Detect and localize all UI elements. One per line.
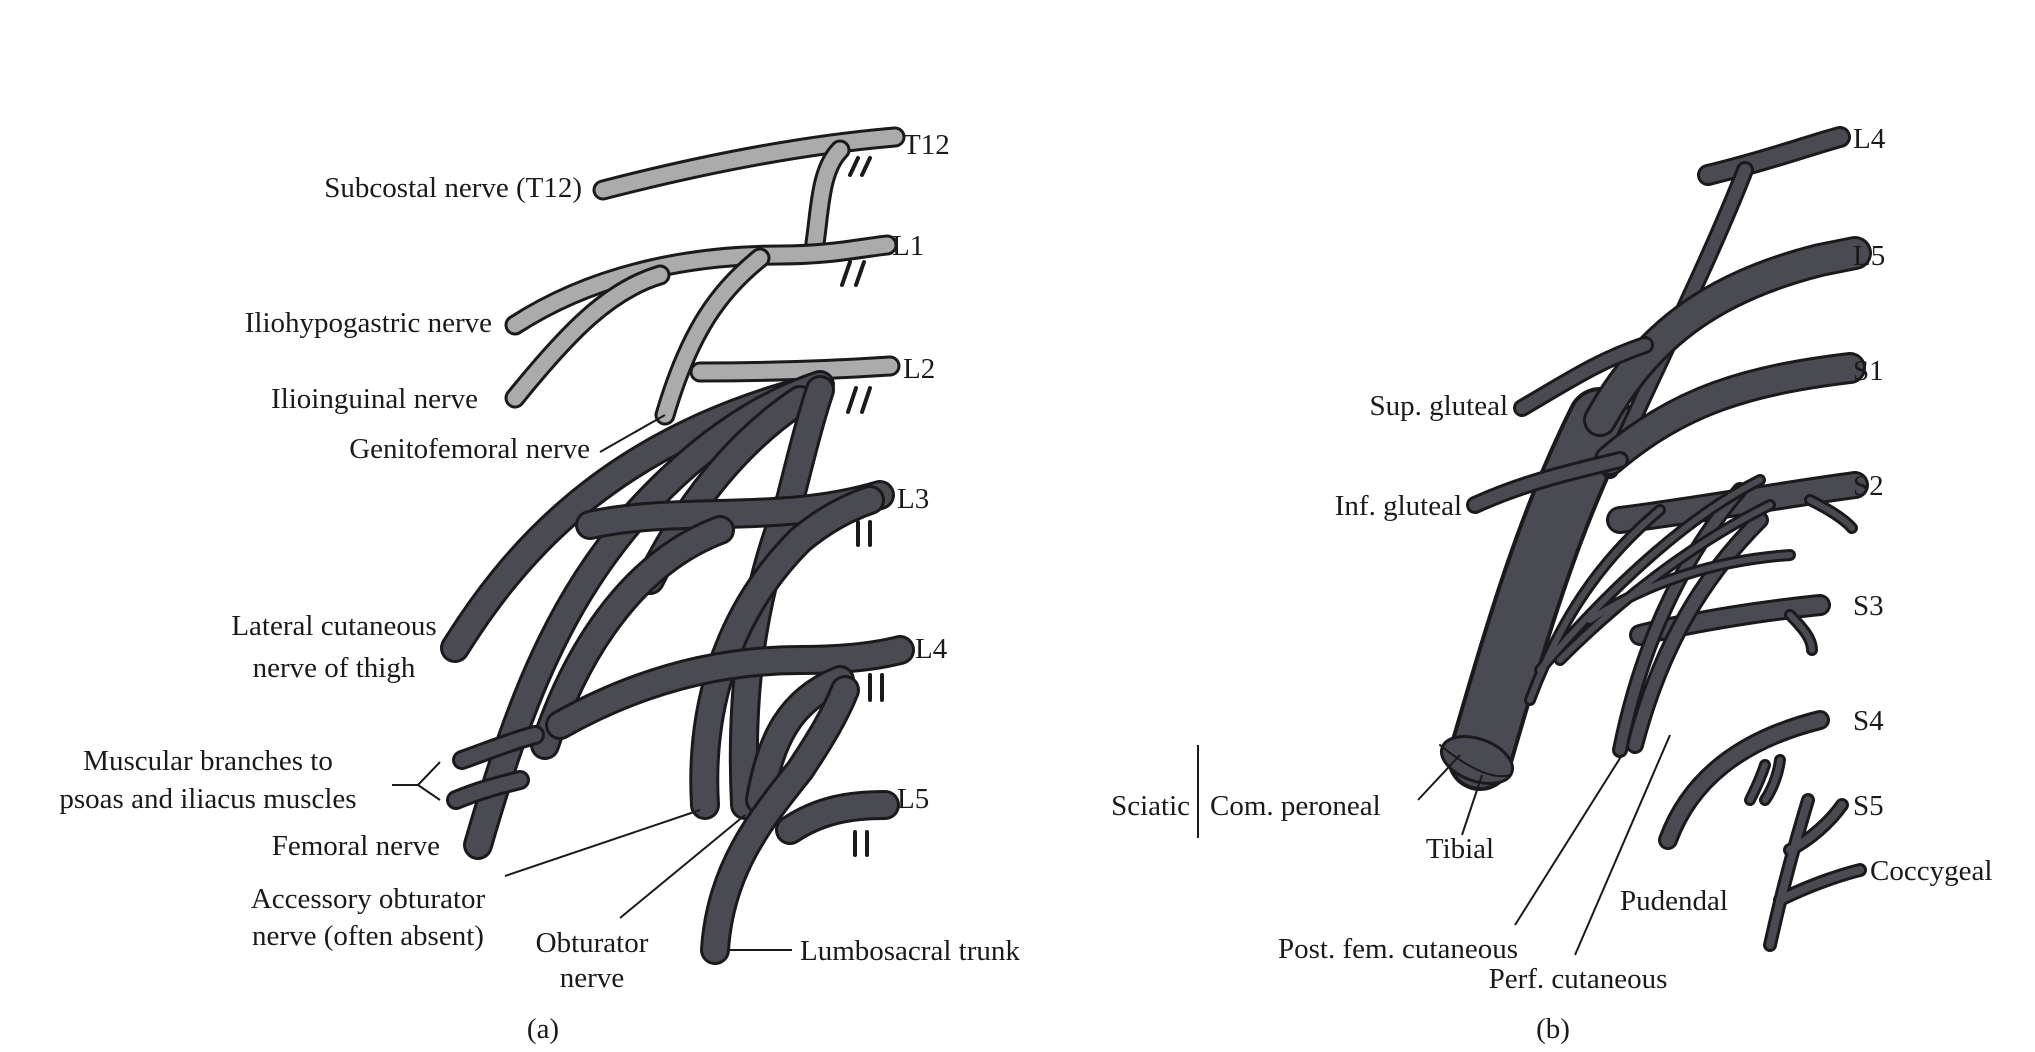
pudendal-nerve: [1626, 511, 1769, 754]
post-fem-cutaneous-leader: [1514, 754, 1623, 926]
label-sciatic: Sciatic: [1111, 790, 1190, 822]
label-lateral-cutaneous-line2: nerve of thigh: [253, 652, 416, 684]
l4-root: [1697, 126, 1851, 186]
label-l1: L1: [892, 230, 924, 262]
label-s1: S1: [1853, 355, 1884, 387]
label-b-l5: L5: [1853, 240, 1885, 272]
perf-cutaneous-leader: [1574, 734, 1671, 956]
muscular-branches: [446, 725, 545, 810]
label-inf-gluteal: Inf. gluteal: [1335, 490, 1462, 522]
com-peroneal-leader: [1417, 754, 1461, 801]
s5-coccygeal-root: [1763, 793, 1867, 952]
label-post-fem-cutaneous: Post. fem. cutaneous: [1278, 933, 1518, 965]
sacral-plexus-diagram: L4 L5 S1 S2 S3 S4 S5 Coccygeal Sup. glut…: [1111, 123, 1992, 1045]
label-perf-cutaneous: Perf. cutaneous: [1489, 963, 1668, 995]
label-l5: L5: [897, 783, 929, 815]
accessory-obturator-leader: [504, 809, 701, 877]
label-accessory-obturator-line1: Accessory obturator: [251, 883, 486, 915]
label-s2: S2: [1853, 470, 1884, 502]
tibial-leader: [1461, 774, 1483, 836]
t12-l1-connection: [804, 139, 851, 254]
label-l2: L2: [903, 353, 935, 385]
sacral-branches: [1466, 336, 1858, 806]
lumbar-plexus-diagram: T12 L1 L2 L3 L4 L5 Subcostal nerve (T12)…: [59, 126, 1020, 1045]
label-accessory-obturator-line2: nerve (often absent): [252, 920, 484, 952]
upper-gray-nerves: [504, 126, 906, 426]
l2-descending-branch: [728, 375, 835, 820]
label-b-l4: L4: [1853, 123, 1886, 155]
lower-rootlets: [853, 520, 884, 857]
label-femoral-nerve: Femoral nerve: [272, 830, 440, 862]
l3-femoral-branch: [530, 515, 735, 760]
l4-nerve: [545, 635, 915, 740]
genitofemoral-leader: [599, 414, 666, 453]
s4-root: [1658, 710, 1830, 850]
posterior-femoral-cutaneous-nerve: [1612, 482, 1748, 758]
label-muscular-branches-line1: Muscular branches to: [83, 745, 333, 777]
lower-dark-nerves: [440, 370, 915, 965]
l5-root: [1583, 236, 1872, 437]
label-pudendal: Pudendal: [1620, 885, 1728, 917]
caption-a: (a): [527, 1013, 559, 1045]
label-lumbosacral-trunk: Lumbosacral trunk: [800, 935, 1020, 967]
panel-b-leader-lines: [1197, 734, 1671, 956]
subcostal-nerve: [592, 126, 906, 201]
ilioinguinal-nerve: [504, 264, 671, 409]
label-muscular-branches-line2: psoas and iliacus muscles: [59, 783, 356, 815]
sciatic-nerve-trunk: [1439, 387, 1633, 791]
label-t12: T12: [903, 129, 950, 161]
thin-branches: [1524, 474, 1796, 706]
s1-root: [1594, 352, 1866, 476]
caption-b: (b): [1536, 1013, 1570, 1045]
inferior-gluteal-nerve: [1466, 451, 1629, 514]
label-obturator-line1: Obturator: [536, 927, 649, 959]
panel-b-labels: L4 L5 S1 S2 S3 S4 S5 Coccygeal Sup. glut…: [1111, 123, 1992, 1045]
label-s3: S3: [1853, 590, 1884, 622]
label-s4: S4: [1853, 705, 1884, 737]
muscular-branches-bracket: [392, 761, 441, 801]
label-l3: L3: [897, 483, 929, 515]
label-sup-gluteal: Sup. gluteal: [1369, 390, 1508, 422]
l5-nerve: [775, 790, 900, 845]
l1-l2-connection: [654, 247, 771, 426]
label-s5: S5: [1853, 790, 1884, 822]
lumbosacral-trunk: [700, 675, 860, 965]
label-tibial: Tibial: [1426, 833, 1494, 865]
label-coccygeal: Coccygeal: [1870, 855, 1992, 887]
panel-a-labels: T12 L1 L2 L3 L4 L5 Subcostal nerve (T12)…: [59, 129, 1020, 1045]
label-lateral-cutaneous-line1: Lateral cutaneous: [231, 610, 436, 642]
obturator-leader: [619, 814, 746, 919]
l4-descending-branch: [745, 665, 855, 815]
panel-a-leader-lines: [392, 414, 792, 951]
label-subcostal-nerve: Subcostal nerve (T12): [324, 172, 582, 204]
label-com-peroneal: Com. peroneal: [1210, 790, 1381, 822]
l3-obturator-branch: [689, 485, 885, 820]
label-genitofemoral-nerve: Genitofemoral nerve: [349, 433, 590, 465]
lateral-cutaneous-nerve-of-thigh: [440, 380, 805, 663]
label-l4: L4: [915, 633, 948, 665]
label-iliohypogastric-nerve: Iliohypogastric nerve: [245, 307, 492, 339]
s2-s3-twigs: [1744, 494, 1858, 806]
t12-rootlets: [840, 156, 872, 414]
label-obturator-line2: nerve: [560, 962, 624, 994]
superior-gluteal-nerve: [1513, 336, 1654, 417]
genitofemoral-nerve: [689, 355, 901, 383]
label-ilioinguinal-nerve: Ilioinguinal nerve: [271, 383, 478, 415]
